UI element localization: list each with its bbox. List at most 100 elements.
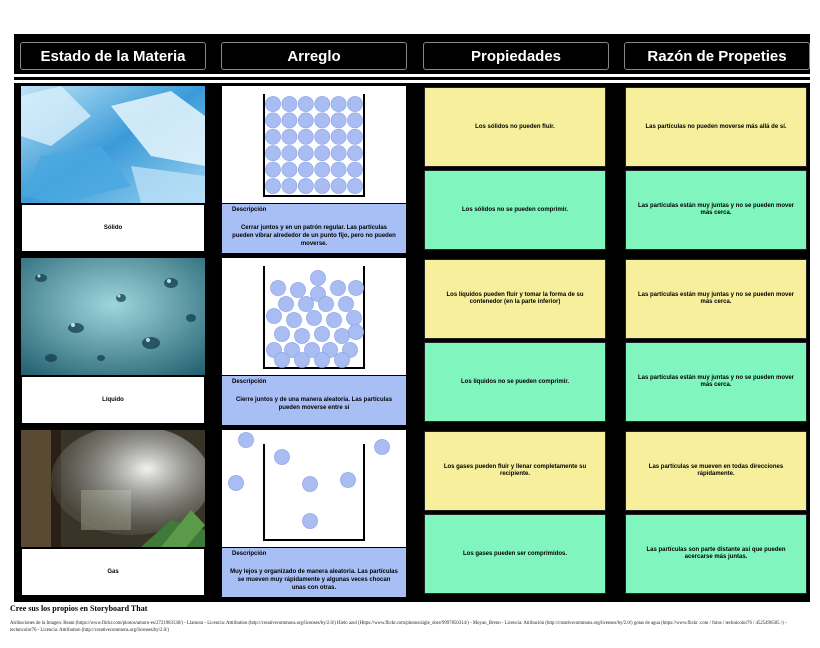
particle bbox=[297, 96, 314, 112]
property-1-liquid: Los líquidos pueden fluir y tomar la for… bbox=[424, 259, 606, 339]
particle bbox=[265, 112, 281, 129]
particle bbox=[326, 312, 342, 328]
arrangement-cell-liquid: Descripción Cierre juntos y de una maner… bbox=[222, 258, 406, 425]
particle bbox=[374, 439, 390, 455]
storyboard-that-credit: Cree sus los propios en Storyboard That bbox=[10, 604, 148, 613]
state-cell-solid: Sólido bbox=[21, 86, 205, 252]
property-1-solid: Los sólidos no pueden fluir. bbox=[424, 87, 606, 167]
header-propiedades: Propiedades bbox=[423, 42, 609, 70]
gas-particles-diagram bbox=[222, 430, 406, 547]
liquid-particles-diagram bbox=[222, 258, 406, 375]
header-divider bbox=[14, 80, 810, 83]
particle bbox=[294, 328, 310, 344]
reason-2-gas: Las partículas son parte distante así qu… bbox=[625, 514, 807, 594]
particle bbox=[346, 310, 362, 326]
particle bbox=[314, 96, 331, 112]
particle bbox=[274, 352, 290, 368]
description-box: Descripción Cierre juntos y de una maner… bbox=[222, 375, 406, 425]
description-box: Descripción Cerrar juntos y en un patrón… bbox=[222, 203, 406, 253]
particle bbox=[314, 128, 331, 145]
state-label: Gas bbox=[21, 548, 205, 596]
particle bbox=[270, 280, 286, 296]
description-text: Cerrar juntos y en un patrón regular. La… bbox=[232, 225, 396, 247]
particle bbox=[330, 145, 347, 162]
header-razon: Razón de Propeties bbox=[624, 42, 810, 70]
particle bbox=[347, 128, 363, 145]
description-title: Descripción bbox=[232, 379, 267, 385]
particle bbox=[265, 128, 281, 145]
particle bbox=[347, 161, 363, 178]
particle bbox=[334, 328, 350, 344]
container-outline bbox=[263, 444, 365, 541]
particle bbox=[314, 161, 331, 178]
storyboard-grid: Estado de la Materia Arreglo Propiedades… bbox=[14, 34, 810, 602]
particle bbox=[330, 112, 347, 129]
particle bbox=[281, 161, 298, 178]
reason-2-liquid: Las partículas están muy juntas y no se … bbox=[625, 342, 807, 422]
particle bbox=[278, 296, 294, 312]
particle bbox=[310, 270, 326, 286]
state-label: Sólido bbox=[21, 204, 205, 252]
arrangement-cell-gas: Descripción Muy lejos y organizado de ma… bbox=[222, 430, 406, 597]
reason-1-gas: Las partículas se mueven en todas direcc… bbox=[625, 431, 807, 511]
particle bbox=[348, 324, 364, 340]
container-outline bbox=[263, 94, 365, 197]
state-cell-liquid: Líquido bbox=[21, 258, 205, 424]
particle bbox=[286, 312, 302, 328]
arrangement-cell-solid: Descripción Cerrar juntos y en un patrón… bbox=[222, 86, 406, 253]
particle bbox=[330, 280, 346, 296]
particle bbox=[290, 282, 306, 298]
particle bbox=[330, 161, 347, 178]
particle bbox=[304, 342, 320, 358]
reason-1-liquid: Las partículas están muy juntas y no se … bbox=[625, 259, 807, 339]
header-estado: Estado de la Materia bbox=[20, 42, 206, 70]
reason-2-solid: Las partículas están muy juntas y no se … bbox=[625, 170, 807, 250]
particle bbox=[334, 352, 350, 368]
particle bbox=[306, 310, 322, 326]
description-text: Cierre juntos y de una manera aleatoria.… bbox=[235, 397, 393, 411]
particle bbox=[330, 96, 347, 112]
description-box: Descripción Muy lejos y organizado de ma… bbox=[222, 547, 406, 597]
property-2-liquid: Los líquidos no se pueden comprimir. bbox=[424, 342, 606, 422]
state-label: Líquido bbox=[21, 376, 205, 424]
particle bbox=[338, 296, 354, 312]
particle bbox=[318, 296, 334, 312]
particle bbox=[294, 352, 310, 368]
property-1-gas: Los gases pueden fluir y llenar completa… bbox=[424, 431, 606, 511]
particle bbox=[281, 145, 298, 162]
particle bbox=[347, 178, 363, 194]
description-title: Descripción bbox=[232, 207, 267, 213]
property-2-gas: Los gases pueden ser comprimidos. bbox=[424, 514, 606, 594]
particle bbox=[297, 112, 314, 129]
particle bbox=[314, 326, 330, 342]
particle bbox=[330, 128, 347, 145]
ice-image bbox=[21, 86, 205, 203]
particle bbox=[281, 112, 298, 129]
particle bbox=[265, 161, 281, 178]
particle bbox=[274, 449, 290, 465]
steam-image bbox=[21, 430, 205, 547]
header-divider bbox=[14, 74, 810, 77]
particle bbox=[265, 145, 281, 162]
particle bbox=[347, 96, 363, 112]
particle bbox=[297, 178, 314, 194]
particle bbox=[265, 178, 281, 194]
particle bbox=[298, 296, 314, 312]
description-text: Muy lejos y organizado de manera aleator… bbox=[230, 569, 398, 591]
property-2-solid: Los sólidos no se pueden comprimir. bbox=[424, 170, 606, 250]
particle bbox=[284, 342, 300, 358]
particle bbox=[314, 112, 331, 129]
description-title: Descripción bbox=[232, 551, 267, 557]
header-arreglo: Arreglo bbox=[221, 42, 407, 70]
particle bbox=[297, 128, 314, 145]
particle bbox=[297, 145, 314, 162]
particle bbox=[348, 280, 364, 296]
particle bbox=[228, 475, 244, 491]
particle bbox=[281, 128, 298, 145]
water-drops-image bbox=[21, 258, 205, 375]
reason-1-solid: Las partículas no pueden moverse más all… bbox=[625, 87, 807, 167]
particle bbox=[314, 352, 330, 368]
particle bbox=[314, 178, 331, 194]
state-cell-gas: Gas bbox=[21, 430, 205, 596]
particle bbox=[302, 513, 318, 529]
